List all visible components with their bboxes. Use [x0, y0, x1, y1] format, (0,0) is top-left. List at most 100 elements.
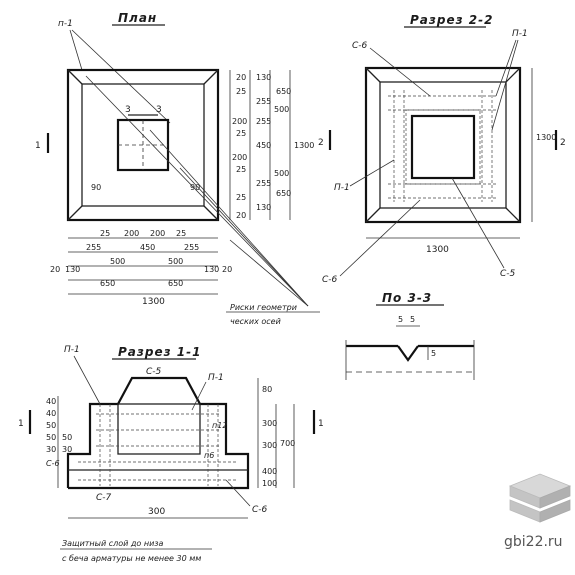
plan-leader-axis4	[229, 239, 309, 307]
plan-corner-sw	[67, 205, 83, 221]
section22-label-p1-left: П-1	[334, 183, 350, 193]
plan-dim-b-200a: 200	[124, 229, 139, 238]
plan-dim-r-650a: 650	[276, 87, 291, 96]
section11-note-line2: с беча арматуры не менее 30 мм	[62, 554, 201, 563]
section33-groove	[397, 345, 419, 362]
section22-label-c6-bottom: С-6	[322, 275, 338, 285]
section22-corner-sw	[365, 207, 381, 223]
plan-dim-b-25b: 25	[176, 229, 186, 238]
section11-dim-r-300b: 300	[262, 441, 277, 450]
plan-dim-r-255c: 255	[256, 179, 271, 188]
section22-cut-right: 2	[560, 138, 566, 148]
section11-dim-l-4: 50	[46, 433, 56, 442]
plan-dim-b-20a: 20	[50, 265, 60, 274]
plan-corner-ne	[203, 69, 219, 85]
plan-dim-r-255b: 255	[256, 117, 271, 126]
section11-dim-l-2: 40	[46, 409, 56, 418]
plan-dim-b-500b: 500	[168, 257, 183, 266]
plan-dim-r-1300: 1300	[294, 141, 314, 150]
section11-dim-r-80: 80	[262, 385, 272, 394]
section11-dim-l-6: 50	[62, 433, 72, 442]
plan-dim-r-200b: 200	[232, 153, 247, 162]
plan-dim-r-25d: 25	[236, 193, 246, 202]
plan-dim-b-1300: 1300	[142, 297, 165, 307]
section11-dim-r-300a: 300	[262, 419, 277, 428]
section11-dim-l-5: 30	[46, 445, 56, 454]
section22-socket	[410, 114, 476, 180]
plan-dim-r-130a: 130	[256, 73, 271, 82]
watermark-text: gbi22.ru	[504, 534, 563, 550]
plan-angle-left: 90	[91, 183, 101, 192]
section11-note-line1: Защитный слой до низа	[62, 539, 164, 548]
section33-dim-1: 5	[398, 315, 403, 324]
section11-label-c6-left: С-6	[46, 459, 60, 468]
plan-dim-b-500a: 500	[110, 257, 125, 266]
plan-title: План	[118, 11, 157, 25]
plan-dim-b-650b: 650	[168, 279, 183, 288]
section22-leader-c6-top	[369, 47, 431, 97]
section22-leader-p1b	[491, 39, 519, 131]
plan-slope-outline	[81, 83, 205, 207]
watermark-logo-icon	[508, 473, 572, 523]
plan-cut3b-label: 3	[156, 105, 162, 115]
section11-socket	[117, 403, 201, 455]
section22-label-c5: С-5	[500, 269, 516, 279]
plan-leader-axis2	[179, 167, 309, 307]
plan-dim-b-450: 450	[140, 243, 155, 252]
plan-dim-b-200b: 200	[150, 229, 165, 238]
section22-dim-width: 1300	[426, 245, 449, 255]
section22-leader-p1-left	[349, 159, 395, 187]
plan-dim-r-650b: 650	[276, 189, 291, 198]
plan-outer-outline	[66, 68, 220, 222]
section11-dim-l-1: 40	[46, 397, 56, 406]
plan-dim-b-20b: 20	[222, 265, 232, 274]
plan-dim-r-500b: 500	[274, 169, 289, 178]
section22-cut-left: 2	[318, 138, 324, 148]
section22-label-c6-top: С-6	[352, 41, 368, 51]
section11-dim-r-400: 400	[262, 467, 277, 476]
plan-cut3a-label: 3	[125, 105, 131, 115]
section22-outer	[364, 66, 522, 224]
section11-label-n6: п6	[204, 451, 214, 460]
section33-dim-3: 5	[431, 349, 436, 358]
plan-corner-se	[203, 205, 219, 221]
section22-title: Разрез 2-2	[410, 13, 493, 27]
plan-dim-b-25a: 25	[100, 229, 110, 238]
plan-leader-axis3	[85, 75, 309, 307]
section11-cut-right: 1	[318, 419, 324, 429]
plan-dim-b-130b: 130	[204, 265, 219, 274]
section11-dim-l-3: 50	[46, 421, 56, 430]
section11-label-n12: п12	[212, 421, 227, 430]
section11-cut-left: 1	[18, 419, 24, 429]
section11-leader-c6-bottom	[225, 479, 251, 507]
plan-leader-axis1	[149, 129, 309, 307]
section22-rebar-frame	[405, 109, 481, 185]
plan-leader-p1a	[69, 29, 83, 71]
plan-dim-b-255b: 255	[184, 243, 199, 252]
plan-dim-b-255a: 255	[86, 243, 101, 252]
section-3-3-view: По 3-3 5 5 5	[345, 291, 475, 380]
plan-leader-p1b	[71, 29, 171, 124]
plan-dim-r-450: 450	[256, 141, 271, 150]
plan-view: План п-1 1 3 3 90 90 20 130 25 25	[35, 11, 320, 326]
section11-dim-l-7: 30	[62, 445, 72, 454]
plan-note-line1: Риски геометри	[230, 303, 297, 312]
plan-cut1-label: 1	[35, 141, 41, 151]
section11-label-p1-right: П-1	[208, 373, 224, 383]
section22-corner-se	[505, 207, 521, 223]
plan-note-line2: ческих осей	[230, 317, 281, 326]
section11-label-c5: С-5	[146, 367, 162, 377]
section11-dim-bottom: 300	[148, 507, 165, 517]
plan-dim-r-25c: 25	[236, 165, 246, 174]
plan-dim-r-255a: 255	[256, 97, 271, 106]
section22-label-p1-top: П-1	[512, 29, 528, 39]
plan-corner-nw	[67, 69, 83, 85]
section11-outline	[66, 376, 250, 490]
plan-label-p1: п-1	[58, 19, 73, 29]
plan-dim-r-20b: 20	[236, 211, 246, 220]
watermark: gbi22.ru	[504, 473, 572, 550]
plan-dim-b-650a: 650	[100, 279, 115, 288]
section-1-1-view: Разрез 1-1 П-1 П-1 С-5 С-6 С-7 С-6 п12 п…	[18, 345, 324, 563]
section-2-2-view: Разрез 2-2 С-6 П-1 П-1 С-6 С-5 1300 13	[318, 13, 566, 285]
